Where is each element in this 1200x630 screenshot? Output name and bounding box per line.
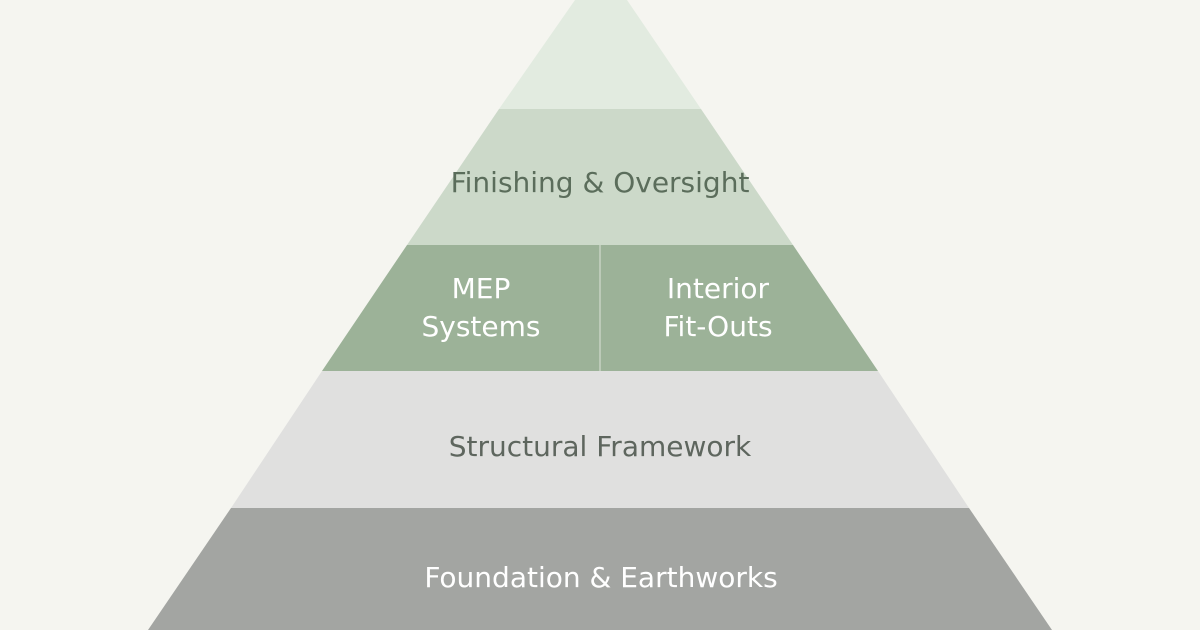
tier-apex (499, 0, 701, 109)
tier-label-structural: Structural Framework (448, 430, 752, 463)
tier-interior (601, 245, 878, 371)
tier-finishing (407, 109, 793, 245)
tier-label-finishing: Finishing & Oversight (450, 166, 750, 199)
tier-foundation (148, 508, 1052, 630)
tier-label-foundation: Foundation & Earthworks (424, 561, 778, 594)
tier-structural (231, 371, 969, 508)
tier-label-interior: Interior Fit-Outs (663, 272, 773, 343)
tier-label-mep: MEP Systems (421, 272, 541, 343)
tier-mep (322, 245, 599, 371)
tier-divider (599, 245, 601, 371)
